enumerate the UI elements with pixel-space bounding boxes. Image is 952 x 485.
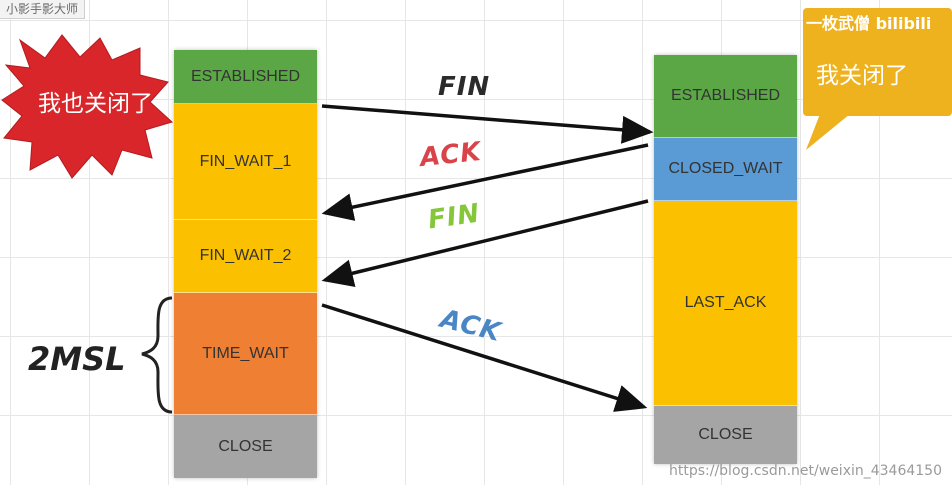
state-close-left: CLOSE bbox=[174, 415, 317, 478]
state-closed-wait: CLOSED_WAIT bbox=[654, 138, 797, 201]
state-close-right: CLOSE bbox=[654, 406, 797, 464]
server-state-column: ESTABLISHED CLOSED_WAIT LAST_ACK CLOSE bbox=[654, 55, 797, 464]
state-established-right: ESTABLISHED bbox=[654, 55, 797, 138]
brace-2msl bbox=[141, 296, 173, 414]
state-established-left: ESTABLISHED bbox=[174, 50, 317, 104]
arrow-fin-1 bbox=[321, 104, 654, 144]
arrow-label-ack-1: ACK bbox=[418, 136, 483, 174]
label-2msl: 2MSL bbox=[28, 340, 126, 378]
state-time-wait: TIME_WAIT bbox=[174, 293, 317, 415]
arrow-ack-2 bbox=[321, 303, 648, 412]
right-speech-bubble bbox=[803, 8, 952, 150]
arrow-fin-2 bbox=[321, 199, 649, 287]
arrow-label-fin-1: FIN bbox=[438, 72, 491, 102]
watermark-brand: 一枚武僧 bilibili bbox=[806, 14, 932, 33]
watermark-top-left: 小影手影大师 bbox=[0, 0, 86, 19]
client-state-column: ESTABLISHED FIN_WAIT_1 FIN_WAIT_2 TIME_W… bbox=[174, 50, 317, 478]
left-bubble-text: 我也关闭了 bbox=[38, 91, 153, 117]
state-fin-wait-2: FIN_WAIT_2 bbox=[174, 220, 317, 293]
state-fin-wait-1: FIN_WAIT_1 bbox=[174, 104, 317, 220]
watermark-url: https://blog.csdn.net/weixin_43464150 bbox=[668, 463, 942, 479]
state-last-ack: LAST_ACK bbox=[654, 201, 797, 406]
arrow-ack-1 bbox=[321, 143, 649, 221]
right-bubble-text: 我关闭了 bbox=[816, 63, 908, 89]
left-starburst-bubble bbox=[1, 34, 173, 179]
